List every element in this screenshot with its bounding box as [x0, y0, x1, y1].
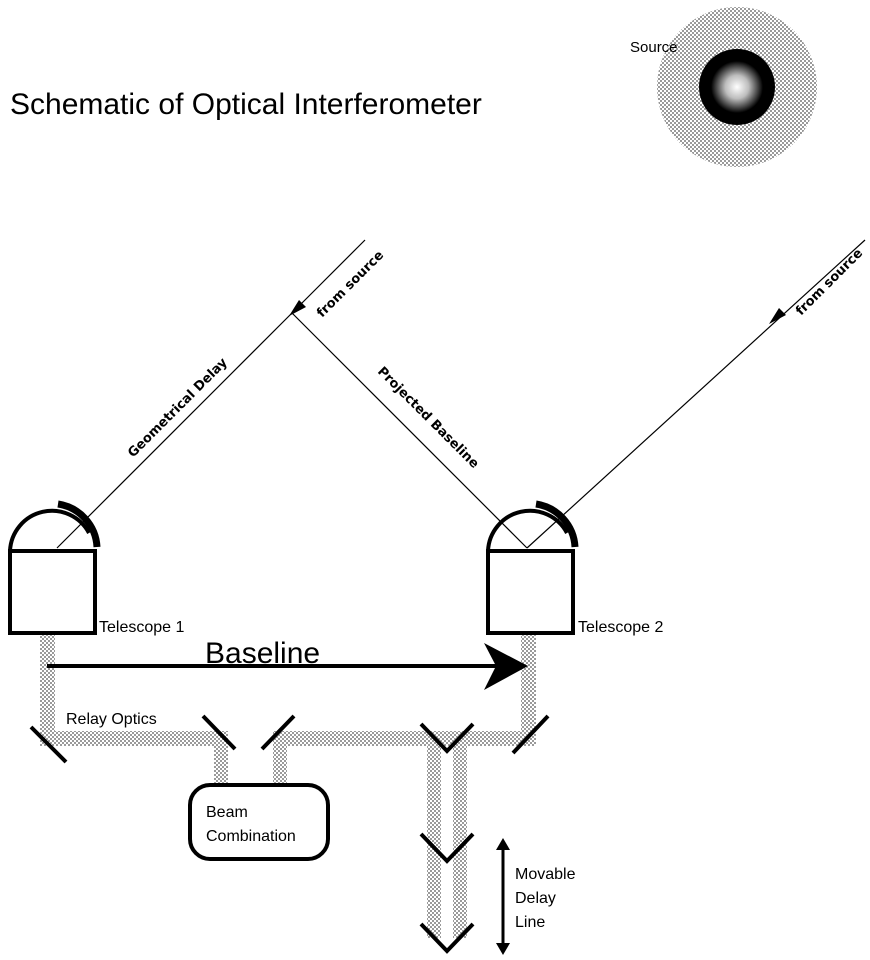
telescope-1	[8, 500, 101, 635]
beam-combination-line1: Beam	[206, 804, 248, 821]
telescope-2	[486, 500, 579, 635]
relay-optics-label: Relay Optics	[66, 711, 157, 728]
from-source-label-2: from source	[793, 246, 866, 319]
ray-arrowheads	[289, 300, 786, 324]
delay-line-line3: Line	[515, 914, 545, 931]
geometrical-delay-label: Geometrical Delay	[125, 355, 231, 461]
delay-line-line2: Delay	[515, 890, 556, 907]
telescope-2-label: Telescope 2	[578, 619, 663, 636]
relay-mirrors	[29, 714, 550, 954]
delay-line-line1: Movable	[515, 866, 576, 883]
beam-combination-box	[188, 783, 330, 861]
incoming-rays	[56, 239, 866, 549]
from-source-label-1: from source	[314, 248, 387, 321]
delay-line-arrow	[496, 838, 510, 955]
telescope-1-label: Telescope 1	[99, 619, 184, 636]
projected-baseline-label: Projected Baseline	[374, 364, 482, 472]
beam-combination-line2: Combination	[206, 828, 296, 845]
diagram-title: Schematic of Optical Interferometer	[10, 88, 482, 121]
baseline-arrow	[47, 643, 528, 690]
source-star	[657, 7, 817, 167]
beam-path	[40, 635, 536, 938]
baseline-label: Baseline	[205, 637, 320, 670]
source-label: Source	[630, 39, 678, 56]
